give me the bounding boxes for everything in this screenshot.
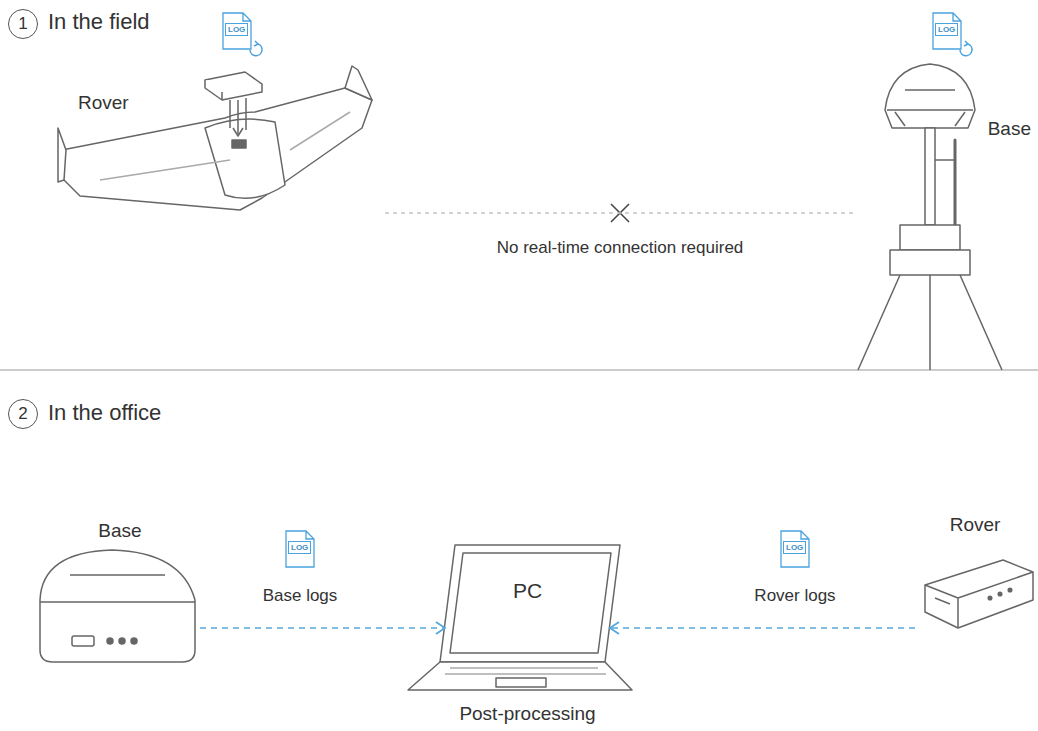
base-receiver: Base bbox=[40, 518, 200, 663]
arrowhead bbox=[436, 622, 445, 634]
connector bbox=[385, 213, 855, 214]
step-number: 1 bbox=[8, 9, 38, 39]
device-name: Rover bbox=[78, 92, 385, 115]
arrowhead bbox=[610, 622, 619, 634]
connector bbox=[200, 622, 445, 634]
sync-mark bbox=[250, 41, 972, 56]
log-tag: LOG bbox=[288, 541, 311, 554]
device-name: Base bbox=[40, 520, 200, 543]
document-outline bbox=[781, 531, 809, 567]
log-icon: LOG bbox=[780, 530, 810, 568]
pc-laptop: PC Post-processing bbox=[445, 548, 610, 728]
connector-label: Rover logs bbox=[751, 586, 838, 606]
base-station-illustration bbox=[858, 64, 1002, 370]
log-icon: LOG bbox=[222, 12, 252, 50]
drone-illustration bbox=[58, 66, 372, 210]
log-tag: LOG bbox=[935, 23, 958, 36]
device-name: PC bbox=[445, 578, 610, 603]
step-number: 2 bbox=[8, 399, 38, 429]
base-receiver-illustration bbox=[40, 550, 195, 662]
device-caption: Post-processing bbox=[445, 703, 610, 726]
document-outline bbox=[286, 531, 314, 567]
rover-drone: Rover bbox=[72, 90, 385, 228]
document-outline bbox=[933, 13, 961, 49]
connector-line bbox=[610, 627, 915, 629]
log-icon: LOG bbox=[285, 530, 315, 568]
connector-line bbox=[200, 627, 445, 629]
base-station: Base bbox=[855, 75, 1031, 365]
log-tag: LOG bbox=[225, 23, 248, 36]
section-heading: In the field bbox=[48, 9, 150, 35]
connector-label: No real-time connection required bbox=[494, 238, 747, 258]
section-divider bbox=[0, 369, 1038, 370]
device-name: Rover bbox=[915, 514, 1035, 537]
rover-receiver-illustration bbox=[925, 560, 1033, 628]
device-name: Base bbox=[855, 118, 1031, 141]
log-tag: LOG bbox=[783, 541, 806, 554]
rover-receiver: Rover bbox=[915, 510, 1035, 645]
connector-line bbox=[385, 212, 855, 214]
connector bbox=[610, 622, 915, 634]
connector-label: Base logs bbox=[260, 586, 341, 606]
log-icon: LOG bbox=[932, 12, 962, 50]
section-heading: In the office bbox=[48, 400, 161, 426]
step-number-text: 2 bbox=[9, 400, 37, 427]
laptop-illustration bbox=[408, 545, 632, 690]
document-outline bbox=[223, 13, 251, 49]
step-number-text: 1 bbox=[9, 10, 37, 37]
